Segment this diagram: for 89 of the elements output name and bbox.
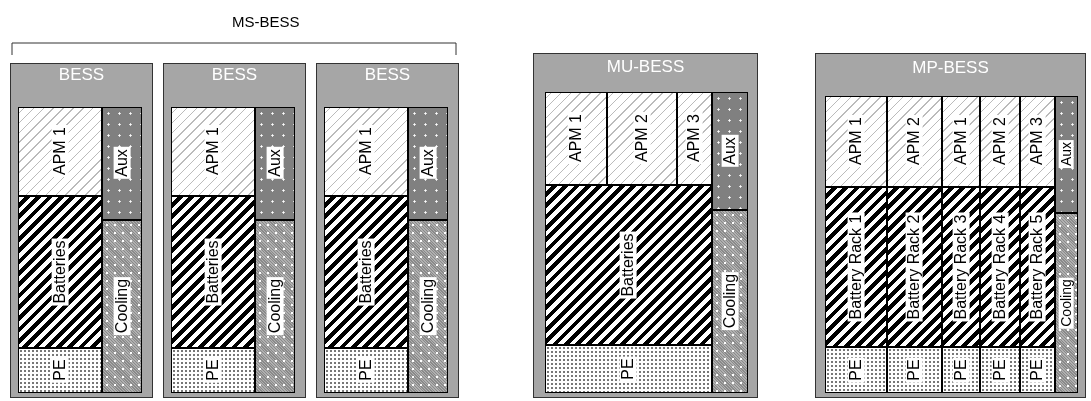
pe-block — [544, 344, 712, 393]
battery-block — [1019, 186, 1055, 347]
cooling-block — [101, 219, 142, 393]
module-label: PE — [204, 357, 221, 383]
module-label: APM 2 — [905, 115, 923, 167]
module-label: Cooling — [721, 271, 738, 331]
battery-block — [170, 195, 255, 348]
aux-block — [407, 106, 448, 220]
module-label: Batteries — [51, 237, 68, 306]
module-label: PE — [51, 357, 68, 383]
module-label: APM 1 — [847, 115, 864, 167]
module-label: PE — [1028, 356, 1046, 383]
apm-block — [170, 106, 255, 196]
battery-block — [323, 195, 408, 348]
container-title: BESS — [364, 65, 411, 85]
module-label: PE — [619, 355, 637, 382]
module-label: Aux — [1058, 139, 1074, 169]
pe-block — [886, 346, 942, 393]
module-label: Cooling — [1058, 276, 1074, 329]
container-title: MU-BESS — [606, 57, 685, 77]
battery-block — [824, 186, 887, 347]
module-label: APM 1 — [204, 125, 221, 177]
module-label: Cooling — [419, 276, 436, 336]
module-label: Battery Rack 3 — [952, 212, 969, 321]
apm-block — [1019, 95, 1055, 187]
bess-container — [10, 63, 153, 398]
module-label: Aux — [419, 147, 436, 179]
aux-block — [1054, 95, 1078, 213]
battery-block — [941, 186, 980, 347]
pe-block — [941, 346, 980, 393]
module-label: Battery Rack 5 — [1028, 212, 1046, 321]
apm-block — [979, 95, 1020, 187]
module-label: APM 2 — [991, 115, 1008, 167]
apm-block — [886, 95, 942, 187]
pe-block — [17, 347, 102, 393]
aux-block — [254, 106, 295, 220]
module-label: Batteries — [357, 237, 374, 306]
apm-block — [323, 106, 408, 196]
pe-block — [170, 347, 255, 393]
module-label: Cooling — [266, 276, 283, 336]
module-label: Battery Rack 4 — [991, 212, 1008, 321]
apm-block — [17, 106, 102, 196]
cooling-block — [254, 219, 295, 393]
battery-block — [544, 184, 712, 345]
module-label: APM 1 — [51, 125, 68, 177]
module-label: Batteries — [204, 237, 221, 306]
battery-block — [17, 195, 102, 348]
group-label: MS-BESS — [232, 13, 300, 30]
pe-block — [323, 347, 408, 393]
cooling-block — [407, 219, 448, 393]
battery-block — [886, 186, 942, 347]
cooling-block — [1054, 212, 1078, 393]
pe-block — [824, 346, 887, 393]
apm-block — [824, 95, 887, 187]
container-title: BESS — [58, 65, 105, 85]
module-label: Aux — [721, 134, 738, 167]
pe-block — [979, 346, 1020, 393]
module-label: PE — [847, 356, 864, 383]
aux-block — [711, 91, 748, 210]
bess-container — [316, 63, 459, 398]
module-label: Cooling — [113, 276, 130, 336]
apm-block — [676, 91, 712, 185]
module-label: APM 1 — [357, 125, 374, 177]
container-title: MP-BESS — [912, 58, 989, 78]
module-label: PE — [952, 356, 969, 383]
bess-container — [815, 53, 1086, 398]
module-label: Battery Rack 2 — [905, 212, 923, 321]
aux-block — [101, 106, 142, 220]
apm-block — [544, 91, 607, 185]
battery-block — [979, 186, 1020, 347]
module-label: PE — [357, 357, 374, 383]
module-label: APM 1 — [567, 112, 584, 164]
module-label: Battery Rack 1 — [847, 212, 864, 321]
module-label: APM 1 — [952, 115, 969, 167]
module-label: APM 2 — [633, 112, 650, 164]
pe-block — [1019, 346, 1055, 393]
module-label: Batteries — [619, 230, 637, 299]
apm-block — [941, 95, 980, 187]
bess-container — [533, 53, 758, 398]
module-label: PE — [905, 356, 923, 383]
cooling-block — [711, 209, 748, 393]
module-label: APM 3 — [685, 112, 703, 164]
module-label: APM 3 — [1028, 115, 1046, 167]
apm-block — [606, 91, 677, 185]
container-title: BESS — [211, 65, 258, 85]
module-label: PE — [991, 356, 1008, 383]
bess-container — [163, 63, 306, 398]
module-label: Aux — [113, 147, 130, 179]
module-label: Aux — [266, 147, 283, 179]
